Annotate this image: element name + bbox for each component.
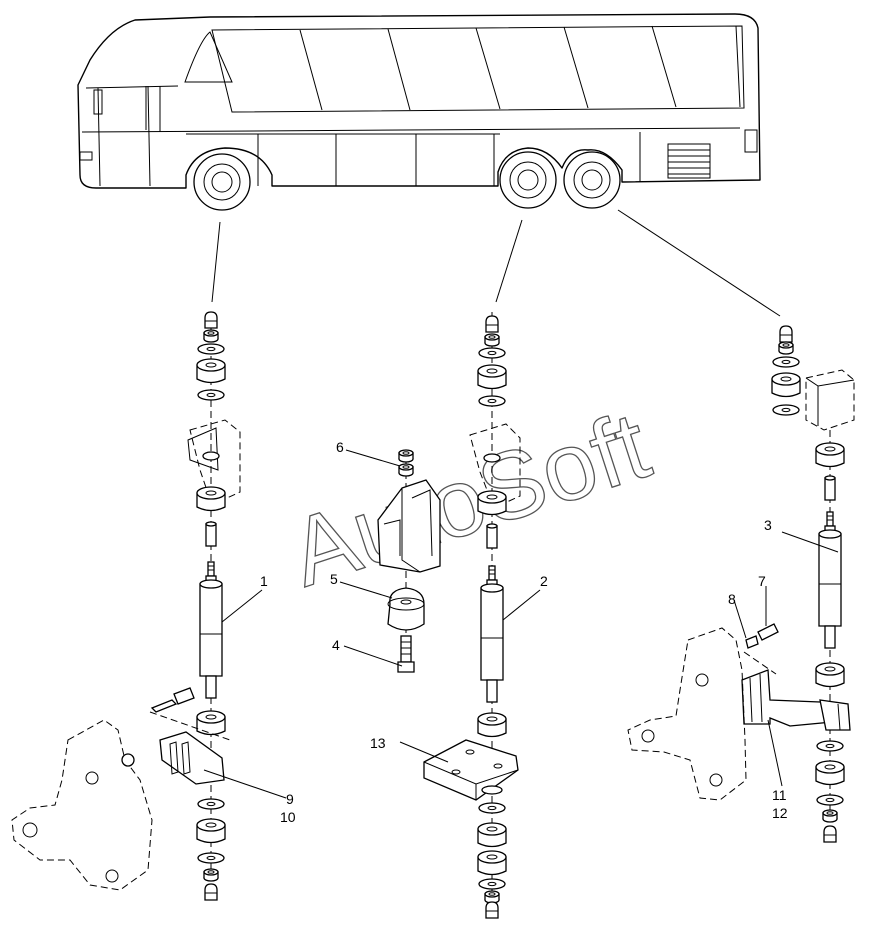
rubber-mount-assembly	[377, 449, 441, 673]
callout-2: 2	[540, 573, 548, 589]
callout-11: 11	[772, 787, 787, 803]
callout-3: 3	[764, 517, 772, 533]
coach-bus-illustration	[77, 13, 761, 211]
callout-13: 13	[370, 735, 386, 751]
callout-4: 4	[332, 637, 340, 653]
tag-axle-damper-assembly	[627, 325, 855, 843]
callout-10: 10	[280, 809, 296, 825]
callout-12: 12	[772, 805, 788, 821]
callout-8: 8	[728, 591, 736, 607]
wheel-leader-lines	[211, 209, 781, 317]
callout-5: 5	[330, 571, 338, 587]
callout-1: 1	[260, 573, 268, 589]
drive-axle-damper-assembly	[423, 312, 521, 919]
callout-6: 6	[336, 439, 344, 455]
front-axle-damper-assembly	[11, 311, 241, 901]
callout-9: 9	[286, 791, 294, 807]
callout-labels: 1 2 3 4 5 6 7 8 9 10 11 12 13	[260, 439, 788, 825]
callout-leaders	[203, 449, 839, 799]
callout-7: 7	[758, 573, 766, 589]
